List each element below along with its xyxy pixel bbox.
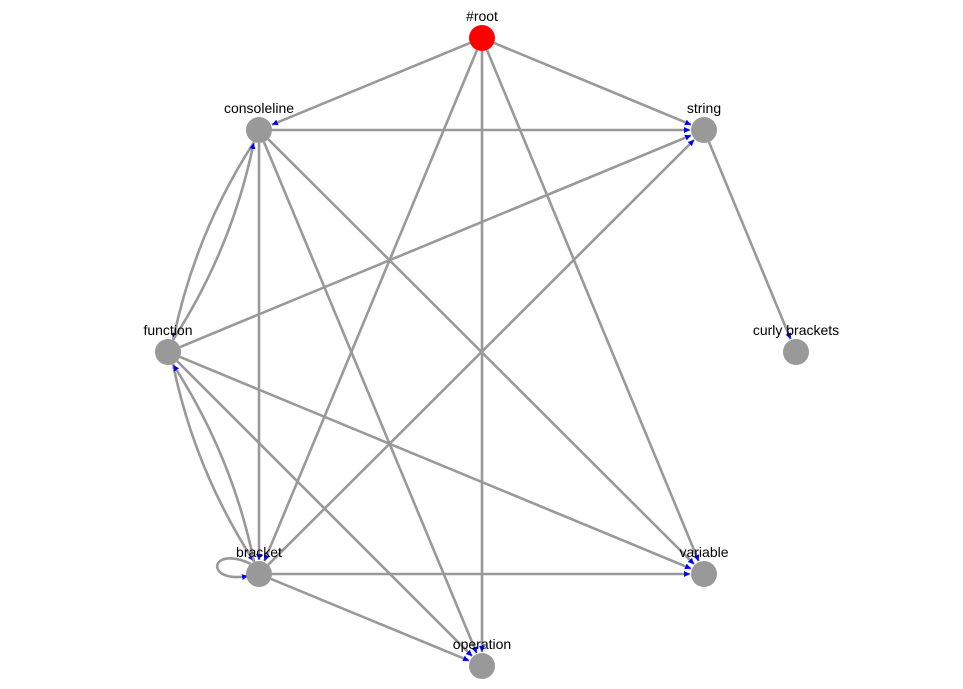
node-labels: #root consoleline string function curly brac… [143, 8, 839, 652]
edge-string-to-curly [707, 141, 792, 340]
edge-function-to-consoleline [171, 142, 256, 341]
node-root [469, 25, 495, 51]
node-label-operation: operation [453, 636, 511, 652]
node-label-bracket: bracket [236, 544, 282, 560]
node-operation [469, 653, 495, 679]
edge-bracket-to-function [172, 364, 256, 563]
node-label-curly: curly brackets [753, 322, 839, 338]
node-function [155, 339, 181, 365]
node-label-function: function [143, 322, 192, 338]
node-label-root: #root [466, 8, 498, 24]
nodes [155, 25, 809, 679]
edge-bracket-to-bracket [215, 557, 252, 581]
node-variable [691, 561, 717, 587]
edge-consoleline-to-operation [262, 141, 478, 654]
node-string [691, 117, 717, 143]
node-label-variable: variable [679, 544, 728, 560]
edge-function-to-bracket [171, 363, 255, 562]
node-bracket [246, 561, 272, 587]
edge-function-to-variable [179, 355, 692, 570]
edge-consoleline-to-function [171, 141, 256, 340]
edges [171, 41, 792, 662]
edge-bracket-to-operation [270, 577, 470, 662]
edge-function-to-string [179, 134, 692, 349]
edge-root-to-variable [485, 49, 700, 562]
node-consoleline [246, 117, 272, 143]
node-curly [783, 339, 809, 365]
edge-root-to-consoleline [271, 41, 471, 126]
edge-bracket-to-string [267, 138, 696, 566]
edge-root-to-string [493, 41, 692, 126]
node-label-string: string [687, 100, 721, 116]
node-label-consoleline: consoleline [224, 100, 294, 116]
edge-root-to-bracket [263, 49, 479, 562]
edge-function-to-operation [176, 360, 474, 658]
